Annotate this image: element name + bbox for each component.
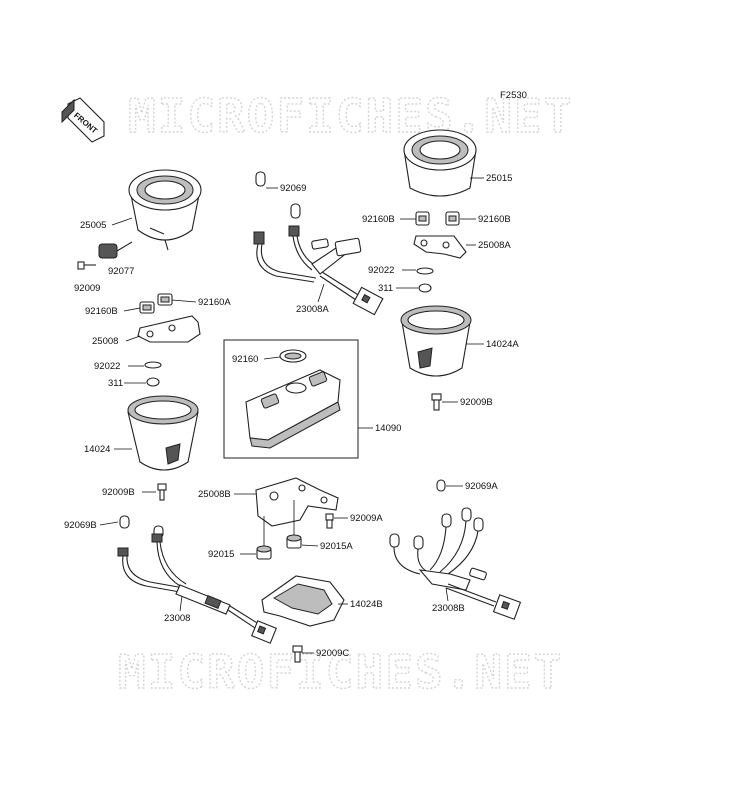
drive-gear-92077 bbox=[98, 241, 133, 259]
label-23008: 23008 bbox=[164, 613, 190, 624]
meter-cover-14024 bbox=[127, 395, 199, 471]
label-14090: 14090 bbox=[375, 423, 401, 434]
label-25005: 25005 bbox=[80, 220, 106, 231]
label-92022-right: 92022 bbox=[368, 265, 394, 276]
label-23008A: 23008A bbox=[296, 304, 329, 315]
label-311-left: 311 bbox=[108, 378, 123, 389]
screw-92009C bbox=[292, 645, 303, 663]
speedometer-gauge-25015 bbox=[403, 129, 477, 197]
label-14024: 14024 bbox=[84, 444, 110, 455]
bracket-25008B bbox=[255, 477, 339, 546]
label-92160B-right1: 92160B bbox=[362, 214, 395, 225]
tachometer-gauge-25005 bbox=[128, 169, 202, 251]
meter-case-14090 bbox=[245, 349, 341, 449]
washer-92022 bbox=[144, 361, 162, 369]
washer-92022-right bbox=[416, 267, 434, 275]
wire-harness-23008B bbox=[389, 479, 522, 620]
label-92009C: 92009C bbox=[316, 648, 349, 659]
grommets-92160B-right bbox=[415, 211, 460, 226]
watermark-top: MICROFICHES.NET bbox=[128, 89, 573, 143]
label-92022-left: 92022 bbox=[94, 361, 120, 372]
front-arrow-icon: FRONT bbox=[61, 97, 105, 143]
nut-311 bbox=[146, 377, 160, 387]
spacer-92015 bbox=[256, 545, 272, 560]
label-92069B: 92069B bbox=[64, 520, 97, 531]
wire-harness-23008 bbox=[117, 515, 277, 644]
bracket-25008 bbox=[137, 315, 201, 343]
label-14024B: 14024B bbox=[350, 599, 383, 610]
label-92009: 92009 bbox=[74, 283, 100, 294]
meter-cover-14024A bbox=[400, 305, 472, 377]
label-92069A: 92069A bbox=[465, 481, 498, 492]
label-92160A: 92160A bbox=[198, 297, 231, 308]
label-92009B-left: 92009B bbox=[102, 487, 135, 498]
wire-harness-23008A bbox=[253, 171, 384, 316]
label-25008B: 25008B bbox=[198, 489, 231, 500]
screw-92009 bbox=[77, 261, 96, 270]
watermark-bottom: MICROFICHES.NET bbox=[118, 645, 563, 699]
label-311-right: 311 bbox=[378, 283, 393, 294]
label-23008B: 23008B bbox=[432, 603, 465, 614]
label-92015A: 92015A bbox=[320, 541, 353, 552]
screw-92009A bbox=[325, 513, 334, 529]
bracket-25008A bbox=[413, 235, 467, 259]
label-14024A: 14024A bbox=[486, 339, 519, 350]
label-92015: 92015 bbox=[208, 549, 234, 560]
label-25015: 25015 bbox=[486, 173, 512, 184]
label-92077: 92077 bbox=[108, 266, 134, 277]
label-92009A: 92009A bbox=[350, 513, 383, 524]
grommets-92160 bbox=[139, 293, 173, 314]
lower-cover-14024B bbox=[261, 575, 345, 627]
label-25008: 25008 bbox=[92, 336, 118, 347]
label-92160B-right2: 92160B bbox=[478, 214, 511, 225]
label-92009B-right: 92009B bbox=[460, 397, 493, 408]
label-92160B-left: 92160B bbox=[85, 306, 118, 317]
screw-92009B-right bbox=[431, 393, 442, 411]
spacer-92015A bbox=[286, 534, 302, 549]
figure-code: F2530 bbox=[500, 90, 527, 101]
label-25008A: 25008A bbox=[478, 240, 511, 251]
case-box-14090 bbox=[223, 339, 359, 459]
nut-311-right bbox=[418, 283, 432, 293]
label-92069: 92069 bbox=[280, 183, 306, 194]
screw-92009B-left bbox=[157, 483, 167, 501]
label-92160: 92160 bbox=[232, 354, 258, 365]
